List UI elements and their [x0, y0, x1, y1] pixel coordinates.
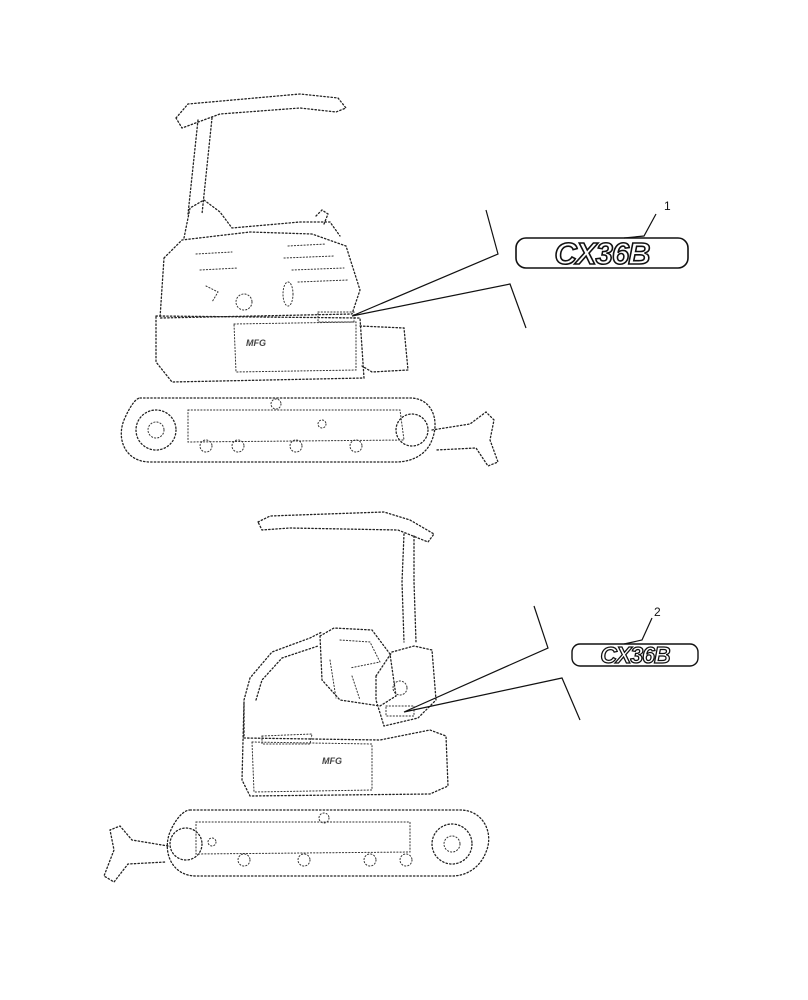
cover-emblem-lower [392, 680, 408, 696]
hood-port-upper [282, 281, 294, 307]
canopy-post-lower [401, 533, 417, 643]
sprocket-lower [431, 823, 473, 865]
track-frame-inner-lower [195, 821, 411, 855]
hood-emblem-upper [235, 293, 253, 311]
track-frame-inner-upper [187, 409, 405, 443]
seat-lower [319, 627, 397, 707]
decal-cx36b-2-text: CX36B [600, 642, 670, 668]
dozer-blade-upper [431, 411, 499, 467]
decal-cx36b-1 [515, 237, 689, 269]
decal-cx36b-2 [571, 643, 699, 667]
side-badge-lower: MFG [322, 756, 342, 766]
track-lower [166, 809, 490, 877]
callout-1-leader [623, 213, 657, 239]
callout-2-leader [623, 617, 653, 645]
engine-cover-lower [375, 645, 437, 727]
decal-cx36b-1-text: CX36B [555, 236, 651, 271]
idler-lower [169, 827, 203, 861]
rollers-lower [207, 812, 413, 867]
seat-upper [183, 199, 341, 239]
track-upper [120, 397, 436, 463]
sprocket-hub-lower [443, 835, 461, 853]
side-badge-upper: MFG [246, 338, 266, 348]
lower-body-upper [155, 315, 365, 383]
step-lower [261, 733, 313, 745]
callout-2-number: 2 [654, 605, 661, 619]
callout-1-number: 1 [664, 199, 671, 213]
rollers-upper [199, 398, 363, 453]
callout-1-bracket [351, 209, 527, 329]
callout-2-bracket [403, 605, 581, 721]
callout-1: 1 CX36B [351, 199, 689, 329]
hand-rail-lower [243, 631, 323, 701]
canopy-post-upper [187, 117, 213, 215]
decal-location-lower [385, 705, 415, 717]
canopy-roof-upper [175, 93, 348, 129]
engine-hood-upper [159, 231, 361, 319]
sprocket-upper [135, 409, 177, 451]
hood-vents-upper [195, 243, 349, 303]
lower-panel-upper [233, 321, 357, 373]
dozer-blade-lower [103, 825, 169, 883]
lower-panel-lower [251, 741, 373, 793]
swing-bracket-upper [359, 325, 409, 373]
upper-body-lower [241, 701, 449, 797]
excavator-view-upper: MFG [120, 93, 499, 467]
canopy-roof-lower [257, 511, 435, 543]
excavator-view-lower: MFG [103, 511, 490, 883]
callout-2: 2 CX36B [403, 605, 699, 721]
sprocket-hub-upper [147, 421, 165, 439]
seat-detail-lower [329, 639, 381, 701]
control-lever-upper [315, 209, 329, 225]
idler-upper [395, 413, 429, 447]
